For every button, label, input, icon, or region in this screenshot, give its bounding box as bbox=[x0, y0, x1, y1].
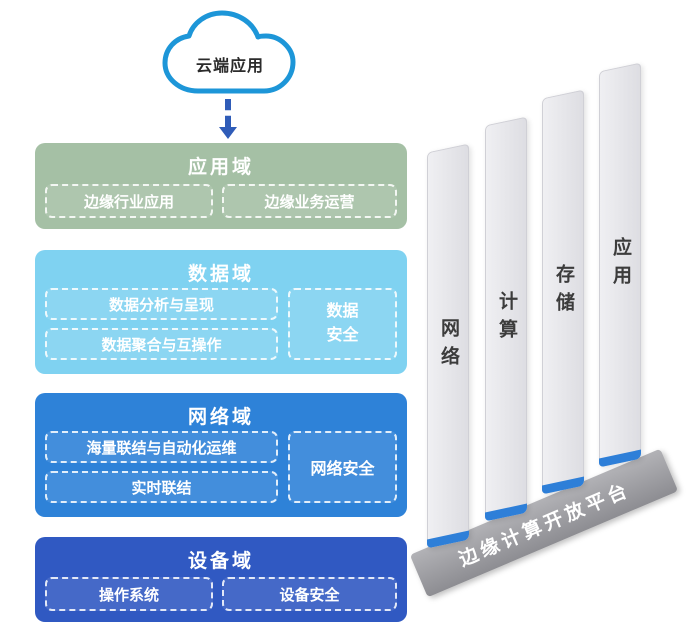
massive-connection-label: 海量联结与自动化运维 bbox=[86, 439, 237, 457]
data-analysis-label: 数据分析与呈现 bbox=[108, 296, 214, 314]
cloud-label: 云端应用 bbox=[195, 58, 264, 75]
application-domain-box: 应用域 边缘行业应用 边缘业务运营 bbox=[35, 143, 407, 229]
pillar-network: 网络 bbox=[427, 143, 469, 549]
pillar-application-label: 应用 bbox=[609, 237, 631, 293]
pillar-storage-label: 存储 bbox=[552, 264, 574, 320]
pillar-application: 应用 bbox=[599, 62, 641, 468]
realtime-connection-box: 实时联结 bbox=[45, 471, 278, 503]
data-security-label: 数据安全 bbox=[326, 303, 359, 344]
cloud-to-application-arrow bbox=[219, 99, 237, 139]
pillar-computing: 计算 bbox=[485, 116, 527, 522]
arrow-dashed-line bbox=[225, 99, 231, 127]
edge-business-operation-label: 边缘业务运营 bbox=[264, 193, 355, 211]
data-security-box: 数据安全 bbox=[288, 288, 397, 360]
edge-business-operation-box: 边缘业务运营 bbox=[222, 184, 397, 218]
operating-system-box: 操作系统 bbox=[45, 577, 213, 611]
edge-industry-app-box: 边缘行业应用 bbox=[45, 184, 213, 218]
edge-industry-app-label: 边缘行业应用 bbox=[83, 193, 174, 211]
network-domain-box: 网络域 海量联结与自动化运维 实时联结 网络安全 bbox=[35, 393, 407, 517]
network-security-label: 网络安全 bbox=[310, 461, 375, 478]
realtime-connection-label: 实时联结 bbox=[131, 479, 192, 497]
data-aggregation-label: 数据聚合与互操作 bbox=[101, 336, 222, 354]
massive-connection-box: 海量联结与自动化运维 bbox=[45, 431, 278, 463]
network-security-box: 网络安全 bbox=[288, 431, 397, 503]
cloud-icon bbox=[162, 10, 296, 94]
device-security-box: 设备安全 bbox=[222, 577, 397, 611]
cloud-shape: 云端应用 bbox=[158, 5, 302, 97]
data-analysis-box: 数据分析与呈现 bbox=[45, 288, 278, 320]
data-aggregation-box: 数据聚合与互操作 bbox=[45, 328, 278, 360]
pillar-computing-label: 计算 bbox=[495, 291, 517, 347]
device-domain-box: 设备域 操作系统 设备安全 bbox=[35, 537, 407, 622]
arrow-head-icon bbox=[219, 127, 237, 139]
data-domain-title: 数据域 bbox=[187, 264, 254, 285]
device-domain-title: 设备域 bbox=[187, 551, 254, 572]
data-domain-box: 数据域 数据分析与呈现 数据聚合与互操作 数据安全 bbox=[35, 250, 407, 374]
pillar-network-label: 网络 bbox=[437, 318, 459, 374]
application-domain-title: 应用域 bbox=[187, 157, 254, 178]
pillar-storage: 存储 bbox=[542, 89, 584, 495]
network-domain-title: 网络域 bbox=[187, 407, 254, 428]
device-security-label: 设备安全 bbox=[279, 586, 340, 604]
operating-system-label: 操作系统 bbox=[98, 586, 159, 604]
